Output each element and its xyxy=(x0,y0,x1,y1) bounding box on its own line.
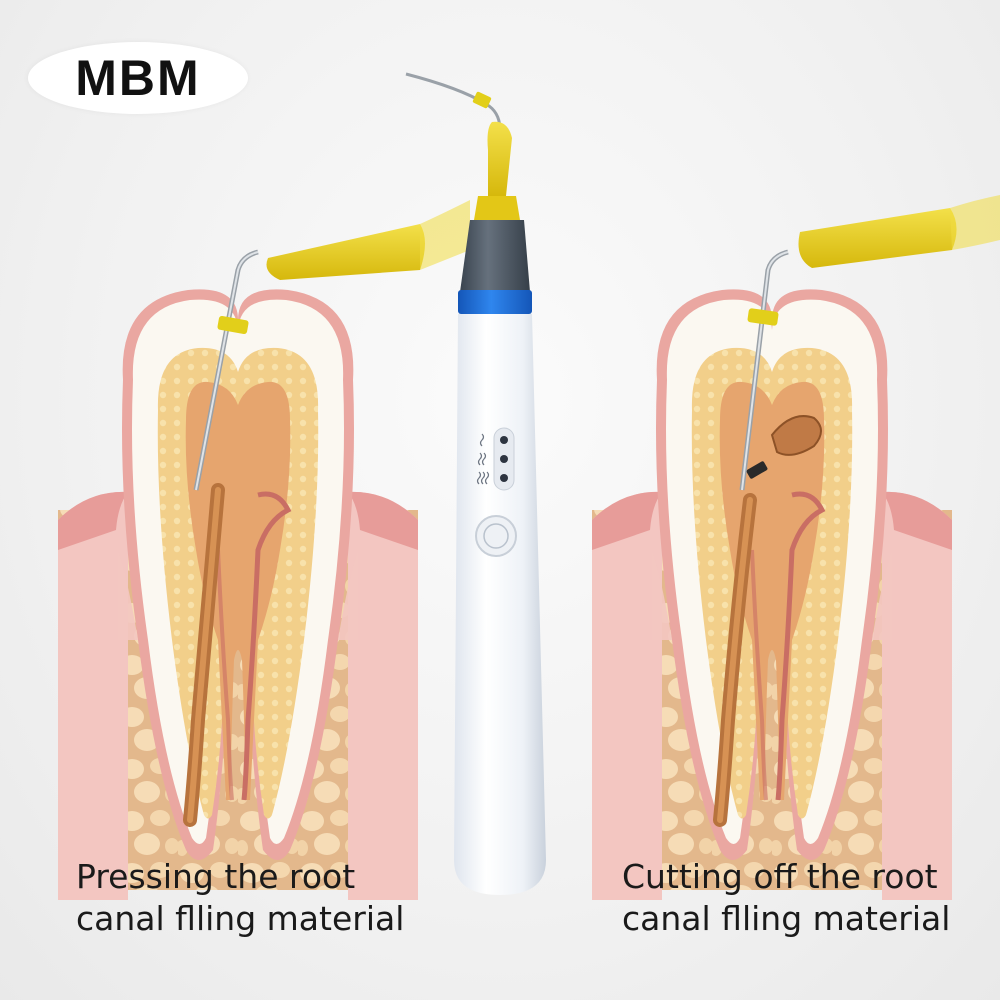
power-button-icon[interactable] xyxy=(475,515,517,557)
left-tooth-diagram xyxy=(58,289,418,900)
indicator-led-3 xyxy=(500,474,508,482)
caption-pressing: Pressing the root canal flling material xyxy=(76,856,436,940)
wave-double-icon xyxy=(477,452,487,466)
brand-logo-text: MBM xyxy=(75,50,201,106)
right-tooth-diagram xyxy=(592,289,952,900)
left-plugger-tip xyxy=(193,200,470,491)
indicator-led-2 xyxy=(500,455,508,463)
right-plugger-tip xyxy=(739,195,1000,491)
wave-triple-icon xyxy=(476,471,490,485)
obturation-pen-device xyxy=(405,72,546,895)
caption-cutting-line1: Cutting off the root xyxy=(622,857,938,896)
caption-pressing-line1: Pressing the root xyxy=(76,857,356,896)
caption-cutting-line2: canal flling material xyxy=(622,899,951,938)
indicator-led-1 xyxy=(500,436,508,444)
caption-pressing-line2: canal flling material xyxy=(76,899,405,938)
brand-logo: MBM xyxy=(28,42,248,114)
caption-cutting: Cutting off the root canal flling materi… xyxy=(622,856,982,940)
wave-single-icon xyxy=(479,433,485,447)
